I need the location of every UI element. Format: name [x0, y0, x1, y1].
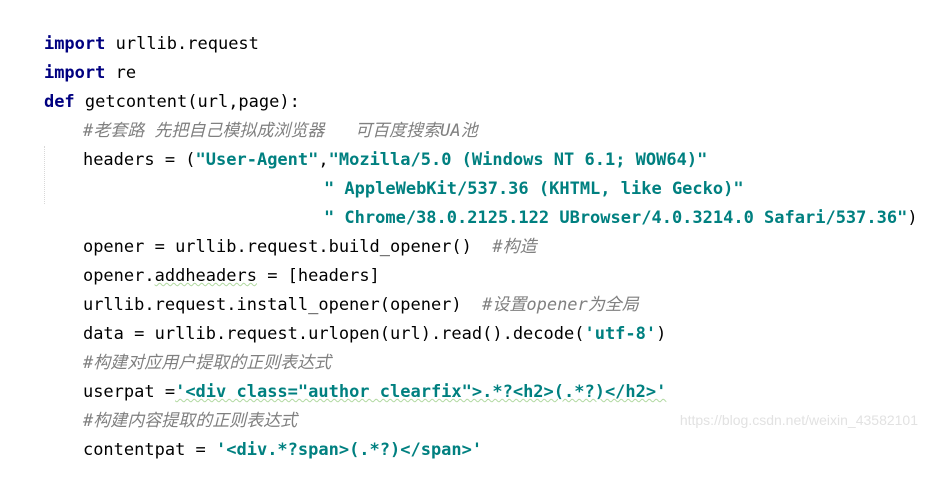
- comment: #构建内容提取的正则表达式: [82, 411, 298, 431]
- paren-close: ): [907, 208, 918, 228]
- opener-ref: opener.: [82, 266, 155, 286]
- comment: #设置opener为全局: [482, 295, 639, 315]
- code-line-15[interactable]: contentpat = '<div.*?span>(.*?)</span>': [42, 407, 482, 460]
- watermark: https://blog.csdn.net/weixin_43582101: [679, 412, 918, 428]
- code-line-11[interactable]: data = urllib.request.urlopen(url).read(…: [42, 291, 666, 344]
- keyword-def: def: [43, 92, 75, 112]
- string-literal: 'utf-8': [584, 324, 657, 344]
- keyword-import: import: [43, 63, 106, 83]
- string-literal: "Mozilla/5.0 (Windows NT 6.1; WOW64)": [328, 150, 708, 170]
- code-line-4[interactable]: #老套路 先把自己模拟成浏览器 可百度搜索UA池: [42, 88, 478, 141]
- string-literal: " AppleWebKit/537.36 (KHTML, like Gecko)…: [323, 179, 744, 199]
- code-line-13[interactable]: userpat ='<div class="author clearfix">.…: [42, 349, 666, 402]
- data-assign: data = urllib.request.urlopen(url).read(…: [82, 324, 585, 344]
- code-line-2[interactable]: import re: [3, 30, 136, 83]
- code-editor[interactable]: import urllib.request import re def getc…: [0, 0, 928, 460]
- attribute-addheaders: addheaders: [154, 266, 257, 286]
- module-name: urllib.request: [105, 34, 259, 54]
- headers-assign: headers = (: [82, 150, 196, 170]
- code-line-7[interactable]: " Chrome/38.0.2125.122 UBrowser/4.0.3214…: [283, 175, 918, 228]
- function-signature: getcontent(url,page):: [74, 92, 300, 112]
- install-opener-call: urllib.request.install_opener(opener): [82, 295, 483, 315]
- comma: ,: [318, 150, 329, 170]
- indent-guide: [44, 146, 45, 204]
- code-line-3[interactable]: def getcontent(url,page):: [3, 59, 300, 112]
- code-line-6[interactable]: " AppleWebKit/537.36 (KHTML, like Gecko)…: [283, 146, 744, 199]
- string-literal: '<div class="author clearfix">.*?<h2>(.*…: [175, 382, 667, 402]
- code-line-5[interactable]: headers = ("User-Agent","Mozilla/5.0 (Wi…: [42, 117, 707, 170]
- comment: #老套路 先把自己模拟成浏览器 可百度搜索UA池: [82, 121, 478, 141]
- code-line-8[interactable]: opener = urllib.request.build_opener() #…: [42, 204, 537, 257]
- opener-assign: opener = urllib.request.build_opener(): [82, 237, 493, 257]
- code-line-14[interactable]: #构建内容提取的正则表达式: [42, 378, 297, 431]
- contentpat-assign: contentpat =: [82, 440, 217, 460]
- comment: #构建对应用户提取的正则表达式: [82, 353, 332, 373]
- keyword-import: import: [43, 34, 106, 54]
- comment: #构造: [492, 237, 537, 257]
- userpat-assign: userpat =: [82, 382, 176, 402]
- string-literal: " Chrome/38.0.2125.122 UBrowser/4.0.3214…: [323, 208, 908, 228]
- code-line-12[interactable]: #构建对应用户提取的正则表达式: [42, 320, 331, 373]
- module-name: re: [105, 63, 137, 83]
- string-literal: '<div.*?span>(.*?)</span>': [216, 440, 483, 460]
- code-line-9[interactable]: opener.addheaders = [headers]: [42, 233, 380, 286]
- code-line-1[interactable]: import urllib.request: [3, 1, 259, 54]
- string-literal: "User-Agent": [195, 150, 319, 170]
- code-line-10[interactable]: urllib.request.install_opener(opener) #设…: [42, 262, 639, 315]
- headers-list: = [headers]: [256, 266, 380, 286]
- paren-close: ): [656, 324, 667, 344]
